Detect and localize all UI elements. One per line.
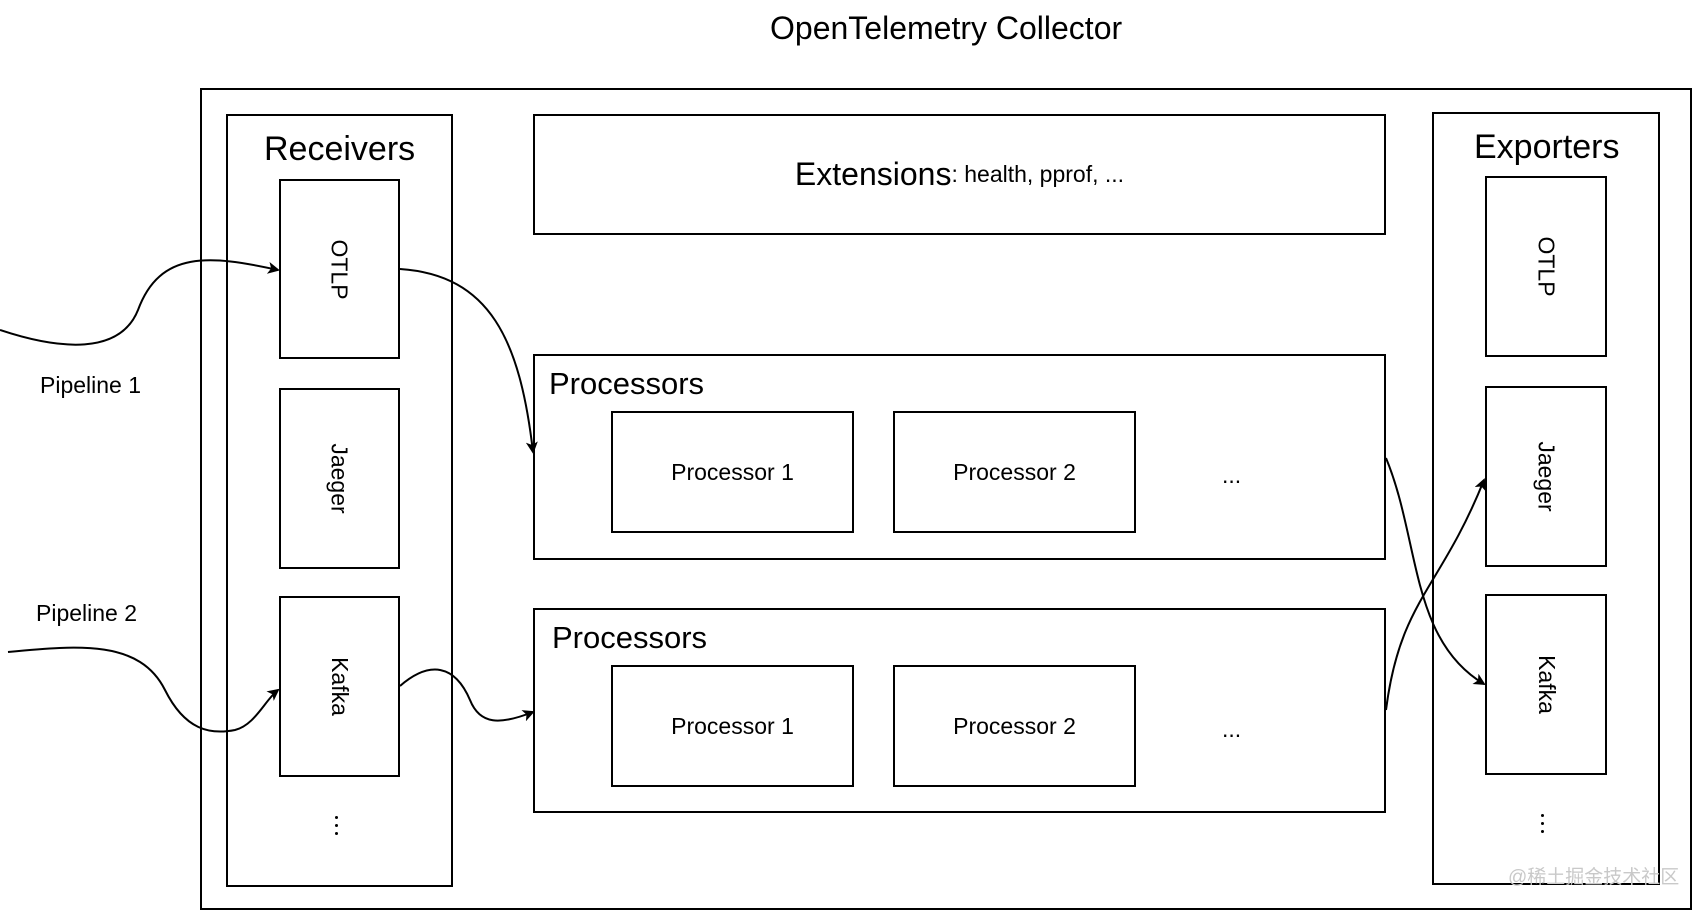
receivers-more-indicator bbox=[332, 816, 342, 840]
pipeline-2-receiver-to-processors-arrow bbox=[399, 668, 535, 722]
watermark: @稀土掘金技术社区 bbox=[1508, 867, 1680, 888]
diagram-title: OpenTelemetry Collector bbox=[770, 10, 1123, 46]
processor-2-pipeline-2: Processor 2 bbox=[893, 665, 1136, 787]
extensions-box: Extensions: health, pprof, ... bbox=[533, 114, 1386, 235]
processor-2-pipeline-2-label: Processor 2 bbox=[953, 712, 1076, 739]
processor-1-pipeline-1-label: Processor 1 bbox=[671, 458, 794, 485]
processor-1-pipeline-2: Processor 1 bbox=[611, 665, 854, 787]
processors-group-2-heading: Processors bbox=[552, 620, 708, 655]
processors-group-1-heading: Processors bbox=[549, 366, 705, 401]
pipeline-2-input-arrow bbox=[7, 646, 280, 733]
processors-group-2-more: ... bbox=[1222, 716, 1242, 742]
exporter-jaeger: Jaeger bbox=[1485, 386, 1607, 567]
receiver-jaeger: Jaeger bbox=[279, 388, 400, 569]
receivers-heading: Receivers bbox=[264, 130, 416, 168]
processor-1-pipeline-1: Processor 1 bbox=[611, 411, 854, 533]
pipeline-1-processors-to-exporter-arrow bbox=[1385, 457, 1486, 686]
exporter-otlp: OTLP bbox=[1485, 176, 1607, 357]
extensions-list: : health, pprof, ... bbox=[951, 161, 1125, 187]
exporters-more-indicator bbox=[1538, 814, 1548, 838]
pipeline-1-receiver-to-processors-arrow bbox=[399, 268, 538, 454]
extensions-label: Extensions bbox=[794, 156, 952, 192]
exporters-heading: Exporters bbox=[1474, 128, 1620, 166]
pipeline-1-label: Pipeline 1 bbox=[40, 372, 142, 398]
pipeline-1-input-arrow bbox=[0, 259, 280, 346]
processor-1-pipeline-2-label: Processor 1 bbox=[671, 712, 794, 739]
processor-2-pipeline-1-label: Processor 2 bbox=[953, 458, 1076, 485]
exporter-kafka: Kafka bbox=[1485, 594, 1607, 775]
receiver-otlp: OTLP bbox=[279, 179, 400, 359]
receiver-kafka: Kafka bbox=[279, 596, 400, 777]
processor-2-pipeline-1: Processor 2 bbox=[893, 411, 1136, 533]
pipeline-2-processors-to-exporter-arrow bbox=[1385, 478, 1486, 711]
processors-group-1-more: ... bbox=[1222, 462, 1242, 488]
pipeline-2-label: Pipeline 2 bbox=[36, 600, 138, 626]
